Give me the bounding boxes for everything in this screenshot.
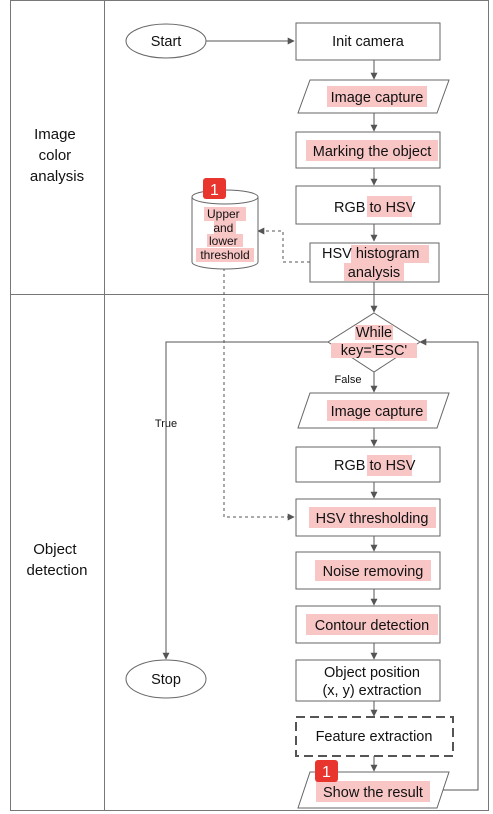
hsv-thresholding-label: HSV thresholding xyxy=(316,511,429,527)
start-label: Start xyxy=(151,34,182,50)
result-badge: 1 xyxy=(315,760,338,782)
true-edge-label: True xyxy=(155,418,177,430)
noise-removing-label: Noise removing xyxy=(323,564,424,580)
lane-label-image-color-analysis: Image color analysis xyxy=(30,126,84,185)
start-terminator: Start xyxy=(125,23,207,59)
stop-terminator: Stop xyxy=(125,659,207,699)
image-capture-io-2: Image capture xyxy=(297,392,450,429)
lane-label-object-detection: Object detection xyxy=(27,541,88,579)
rgb-to-hsv-process-1: RGB to HSV xyxy=(295,185,441,225)
result-badge-number: 1 xyxy=(322,764,331,781)
while-decision: While key='ESC' xyxy=(327,312,421,373)
connectors xyxy=(162,37,479,791)
rgb-to-hsv-process-2: RGB to HSV xyxy=(295,446,441,483)
while-label-line1: While xyxy=(356,325,392,341)
contour-detection-label: Contour detection xyxy=(315,618,429,634)
stop-label: Stop xyxy=(151,672,181,688)
contour-detection-process: Contour detection xyxy=(295,605,441,644)
object-position-line1: Object position xyxy=(324,665,420,681)
marking-object-process: Marking the object xyxy=(295,131,441,169)
init-camera-label: Init camera xyxy=(332,34,405,50)
rgb-to-hsv-2-label: RGB to HSV xyxy=(334,458,416,474)
noise-removing-process: Noise removing xyxy=(295,551,441,590)
image-capture-1-label: Image capture xyxy=(331,90,424,106)
db-badge-number: 1 xyxy=(210,182,219,199)
rgb-to-hsv-1-label: RGB to HSV xyxy=(334,200,416,216)
db-badge: 1 xyxy=(203,178,226,199)
hsv-histogram-line2: analysis xyxy=(348,265,400,281)
while-label-line2: key='ESC' xyxy=(341,343,408,359)
hsv-histogram-line1: HSV histogram xyxy=(322,246,420,262)
init-camera-process: Init camera xyxy=(295,22,441,61)
object-position-process: Object position (x, y) extraction xyxy=(295,659,441,702)
show-result-label: Show the result xyxy=(323,785,423,801)
swimlane-frame xyxy=(10,0,489,811)
marking-object-label: Marking the object xyxy=(313,144,431,160)
hsv-thresholding-process: HSV thresholding xyxy=(295,498,441,537)
hsv-histogram-process: HSV histogram analysis xyxy=(309,242,440,283)
feature-extraction-process: Feature extraction xyxy=(295,716,454,757)
feature-extraction-label: Feature extraction xyxy=(316,729,433,745)
threshold-database-label: Upper and lower threshold xyxy=(200,207,249,262)
object-position-line2: (x, y) extraction xyxy=(322,683,421,699)
image-capture-io-1: Image capture xyxy=(297,79,450,114)
false-edge-label: False xyxy=(335,374,362,386)
image-capture-2-label: Image capture xyxy=(331,404,424,420)
threshold-database: Upper and lower threshold xyxy=(191,189,259,270)
